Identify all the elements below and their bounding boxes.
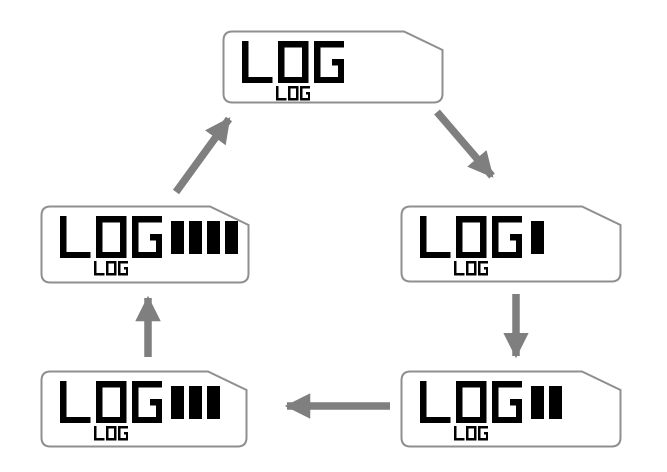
interval-bars [171, 386, 220, 419]
bar-segment [225, 221, 238, 254]
bar-segment [531, 221, 544, 254]
lcd-word [60, 216, 162, 259]
lcd-word [60, 381, 162, 424]
interval-bars [531, 386, 562, 419]
bar-segment [207, 221, 220, 254]
lcd-label [454, 426, 488, 441]
lcd-display-right [400, 205, 622, 283]
lcd-label [94, 261, 128, 276]
lcd-display-top [222, 30, 444, 104]
bar-segment [171, 386, 184, 419]
interval-bars [531, 221, 544, 254]
bar-segment [189, 221, 202, 254]
bar-segment [549, 386, 562, 419]
lcd-word [242, 41, 344, 84]
arrow-middle-left-to-top [172, 116, 233, 195]
bar-segment [189, 386, 202, 419]
bar-segment [171, 221, 184, 254]
lcd-display-bottom-right [400, 370, 622, 448]
lcd-display-bottom-left [40, 370, 248, 448]
bar-segment [531, 386, 544, 419]
interval-bars [171, 221, 238, 254]
bar-segment [207, 386, 220, 419]
lcd-word [420, 381, 522, 424]
lcd-label [454, 261, 488, 276]
lcd-word [420, 216, 522, 259]
lcd-display-middle-left [40, 205, 250, 284]
arrow-top-to-right [434, 109, 495, 179]
lcd-label [94, 426, 128, 441]
lcd-label [276, 86, 310, 101]
